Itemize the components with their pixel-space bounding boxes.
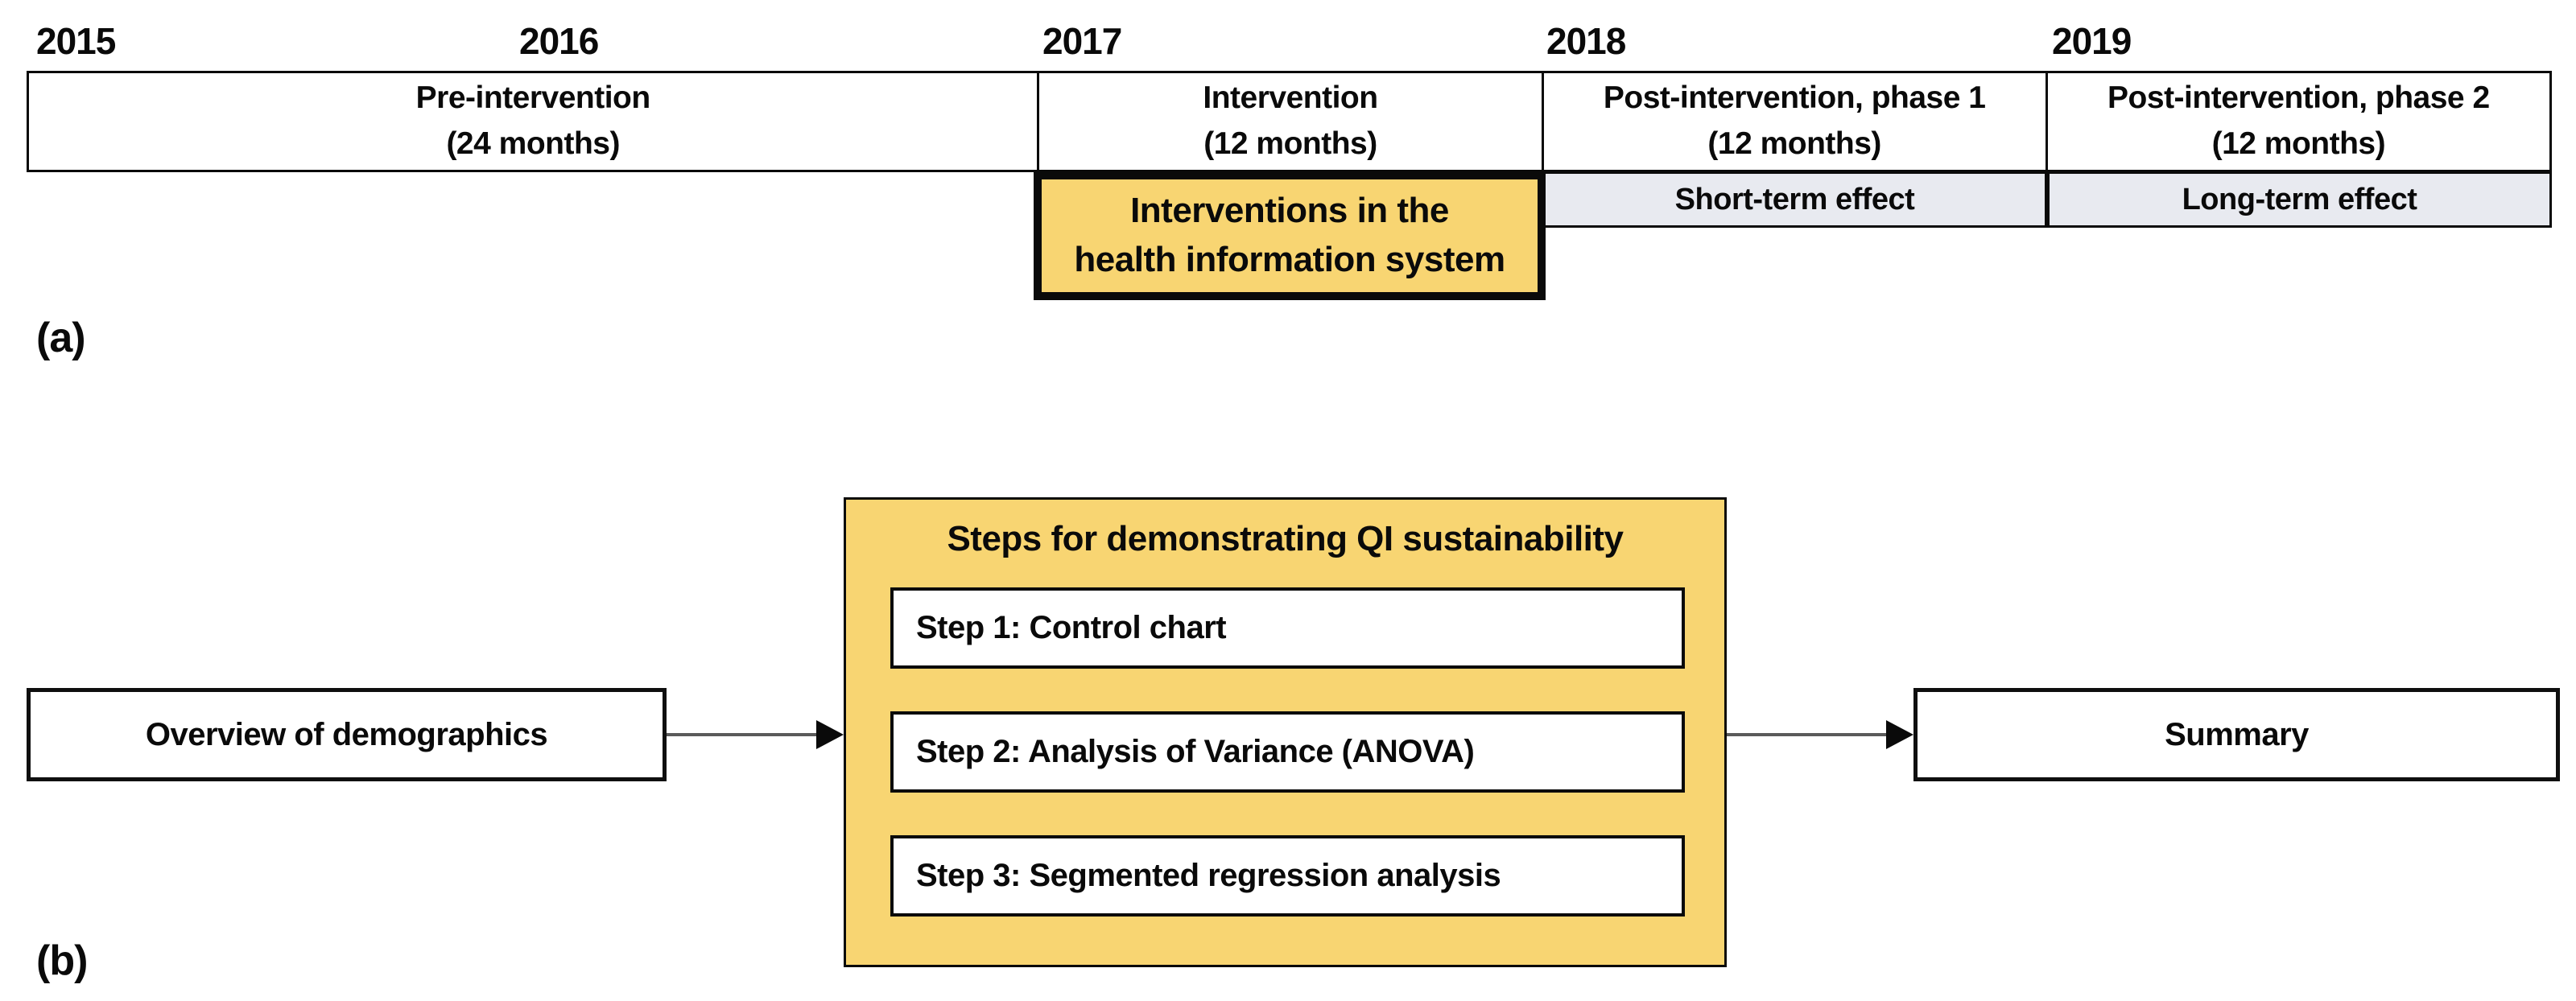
- long-term-effect-box: Long-term effect: [2047, 171, 2552, 228]
- year-label-2017: 2017: [1042, 20, 1122, 62]
- summary-box: Summary: [1913, 688, 2560, 781]
- intervention-callout-line2: health information system: [1074, 240, 1505, 279]
- phase-duration: (12 months): [1707, 126, 1881, 161]
- timeline-phase-row: Pre-intervention (24 months) Interventio…: [27, 71, 2552, 172]
- summary-label: Summary: [2165, 716, 2309, 752]
- phase-cell-post-intervention-1: Post-intervention, phase 1 (12 months): [1541, 73, 2046, 170]
- year-label-2016: 2016: [519, 20, 599, 62]
- intervention-callout-box: Interventions in the health information …: [1034, 171, 1546, 300]
- step-2-box: Step 2: Analysis of Variance (ANOVA): [890, 711, 1685, 793]
- flow-arrow-2-head-icon: [1886, 720, 1913, 749]
- phase-title: Pre-intervention: [415, 80, 651, 116]
- step-1-box: Step 1: Control chart: [890, 587, 1685, 669]
- flow-arrow-2-line: [1727, 733, 1889, 736]
- step-3-label: Step 3: Segmented regression analysis: [916, 858, 1501, 893]
- phase-cell-intervention: Intervention (12 months): [1037, 73, 1541, 170]
- long-term-effect-label: Long-term effect: [2182, 182, 2417, 216]
- phase-cell-pre-intervention: Pre-intervention (24 months): [29, 73, 1037, 170]
- step-2-label: Step 2: Analysis of Variance (ANOVA): [916, 734, 1475, 769]
- overview-of-demographics-label: Overview of demographics: [145, 716, 548, 752]
- short-term-effect-box: Short-term effect: [1542, 171, 2047, 228]
- step-1-label: Step 1: Control chart: [916, 610, 1227, 645]
- flow-arrow-1-head-icon: [816, 720, 844, 749]
- intervention-callout-line1: Interventions in the: [1130, 191, 1449, 231]
- year-label-2018: 2018: [1546, 20, 1626, 62]
- qi-steps-panel-title: Steps for demonstrating QI sustainabilit…: [947, 519, 1624, 558]
- phase-title: Post-intervention, phase 1: [1603, 80, 1986, 116]
- phase-duration: (12 months): [2211, 126, 2386, 161]
- phase-title: Intervention: [1203, 80, 1378, 116]
- phase-cell-post-intervention-2: Post-intervention, phase 2 (12 months): [2045, 73, 2549, 170]
- panel-b-label: (b): [36, 937, 88, 984]
- phase-duration: (12 months): [1203, 126, 1377, 161]
- overview-of-demographics-box: Overview of demographics: [27, 688, 667, 781]
- year-label-2015: 2015: [36, 20, 116, 62]
- short-term-effect-label: Short-term effect: [1674, 182, 1915, 216]
- year-label-2019: 2019: [2052, 20, 2132, 62]
- flow-arrow-1-line: [667, 733, 819, 736]
- qi-steps-panel: Steps for demonstrating QI sustainabilit…: [844, 497, 1727, 967]
- panel-a-label: (a): [36, 315, 86, 361]
- phase-duration: (24 months): [446, 126, 620, 161]
- step-3-box: Step 3: Segmented regression analysis: [890, 835, 1685, 917]
- phase-title: Post-intervention, phase 2: [2107, 80, 2490, 116]
